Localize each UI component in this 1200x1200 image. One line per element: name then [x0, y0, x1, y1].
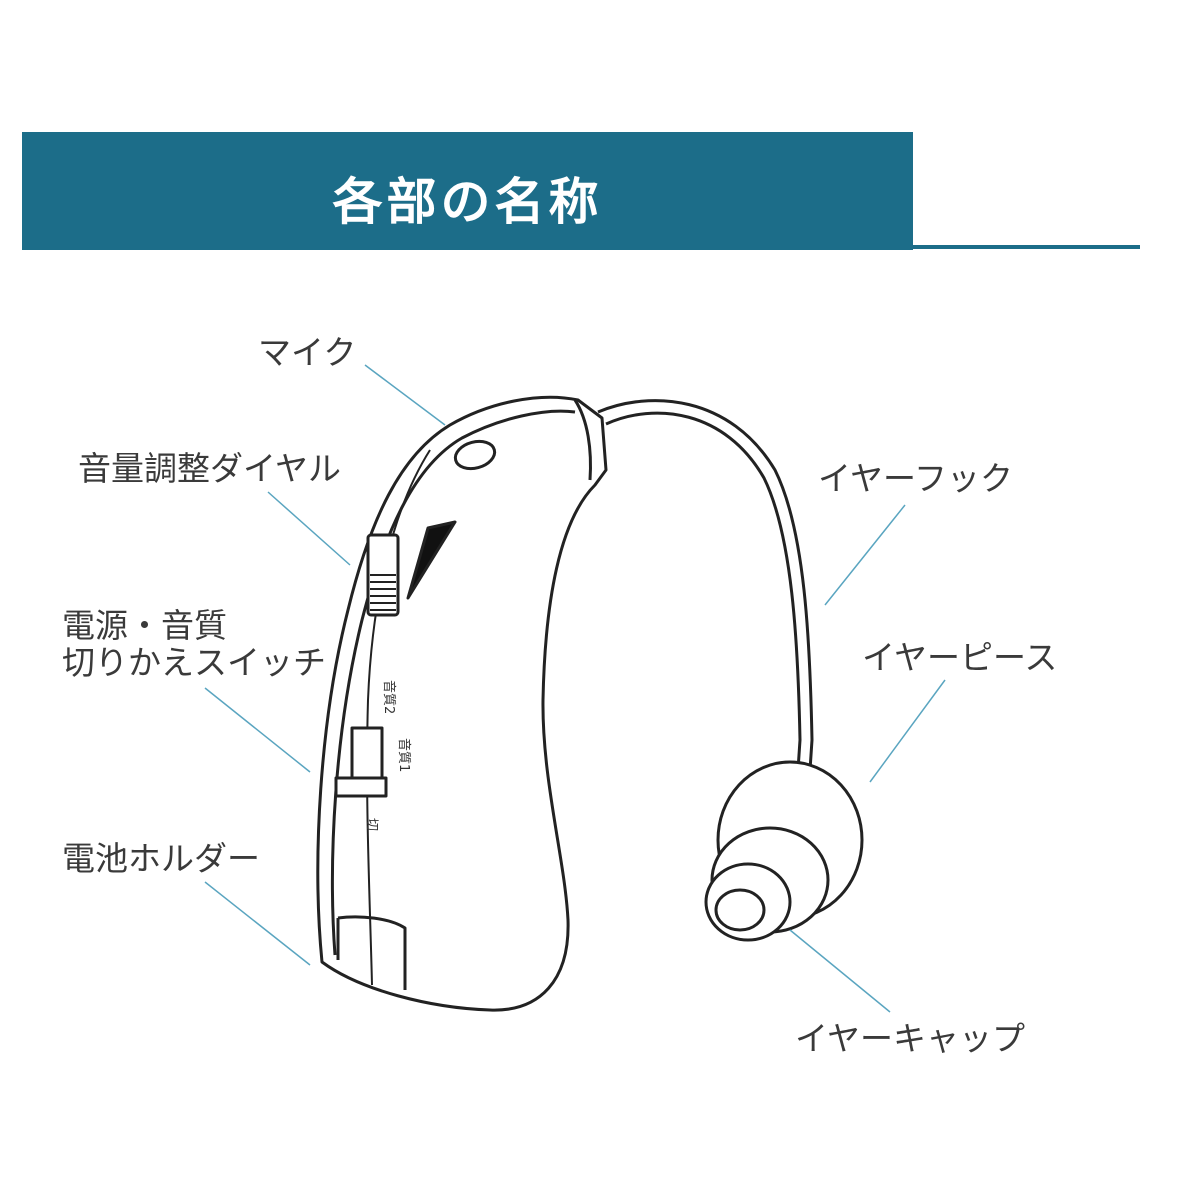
label-ear-piece: イヤーピース [862, 638, 1058, 677]
page-title: 各部の名称 [332, 173, 603, 231]
leader-mic [364, 364, 446, 426]
leader-switch [204, 687, 311, 773]
switch-mark-off: 切 [364, 818, 379, 831]
label-battery-holder: 電池ホルダー [62, 839, 260, 878]
label-mic: マイク [258, 333, 357, 372]
body-outline [316, 395, 608, 1012]
leader-lines [204, 364, 946, 1013]
label-switch-line1: 電源・音質 [62, 606, 227, 645]
label-volume-dial: 音量調整ダイヤル [78, 449, 342, 488]
battery-holder-shape [336, 915, 407, 990]
switch-mark-tone2: 音質2 [381, 680, 397, 714]
switch-mark-tone1: 音質1 [396, 738, 412, 772]
label-ear-hook: イヤーフック [818, 459, 1014, 498]
mic-port [453, 439, 497, 471]
leader-cap [789, 929, 891, 1013]
leader-hook [824, 504, 906, 606]
title-banner: 各部の名称 [22, 132, 913, 250]
banner-underline [913, 245, 1140, 249]
label-ear-cap: イヤーキャップ [795, 1019, 1026, 1058]
label-switch-line2: 切りかえスイッチ [62, 643, 326, 682]
leader-battery [204, 881, 311, 966]
leader-dial [267, 491, 351, 566]
ear-hook-tube [597, 399, 814, 771]
leader-piece [869, 679, 946, 783]
dial-indicator [406, 520, 457, 600]
